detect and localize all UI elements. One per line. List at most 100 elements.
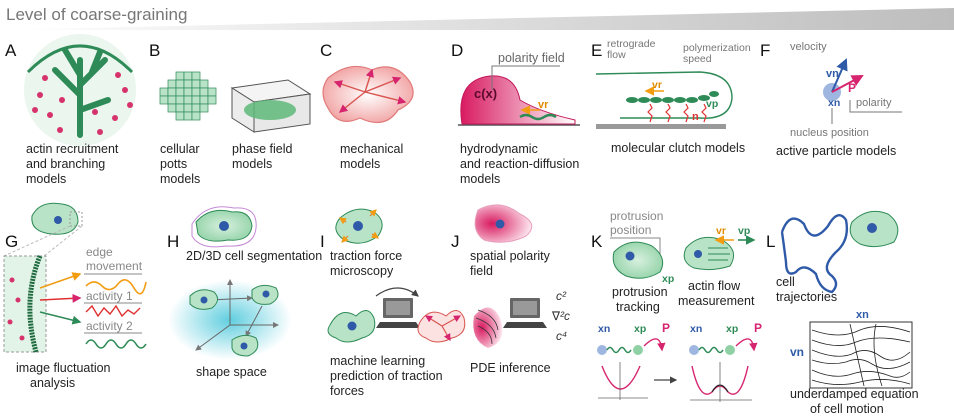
g-dots (7, 277, 25, 341)
ml-force-arrows (424, 315, 462, 342)
retrograde-flow-label: retrograde flow (607, 38, 658, 61)
header-gradient-bar (0, 8, 954, 30)
protrusion-position-label: protrusion position (610, 209, 667, 237)
panel-f: F velocity vn P xn polarity nucleus posi… (760, 41, 902, 158)
caption-i1: traction force microscopy (330, 249, 406, 278)
cx-label: c(x) (474, 86, 497, 101)
xn-label-k1: xn (598, 323, 610, 335)
activity1-label: activity 1 (86, 289, 133, 303)
xn-label-l: xn (856, 309, 869, 321)
nucleus-position-label: nucleus position (790, 127, 869, 139)
g-edge-membrane (27, 255, 43, 353)
polarity-arrow (831, 75, 864, 93)
polarity-label: polarity (856, 97, 892, 109)
actin-ruffle (519, 113, 557, 121)
ml-arrow (375, 287, 419, 297)
vn-label-l: vn (790, 345, 804, 359)
panel-letter-k: K (591, 232, 603, 251)
l-nucleus (867, 223, 877, 233)
p-label-k1: P (662, 321, 670, 335)
caption-h2: shape space (196, 365, 267, 379)
vr-label-e: vr (652, 79, 662, 91)
actin-flow-lines (708, 247, 730, 261)
activity2-label: activity 2 (86, 319, 133, 333)
eq-c4: c⁴ (556, 329, 567, 343)
caption-a: actin recruitment and branching models (26, 142, 122, 186)
panel-letter-g: G (5, 232, 18, 251)
potts-lattice (159, 71, 217, 121)
segmentation-outline (191, 206, 257, 248)
xp-label-k: xp (662, 273, 674, 285)
panel-c: C mechanical models (320, 41, 414, 171)
clutch-springs (647, 103, 707, 123)
panel-d: D polarity field c(x) vr hydrodynamic an… (451, 41, 580, 186)
shape-nucleus-2 (262, 290, 270, 298)
caption-f: active particle models (776, 144, 896, 158)
k-mini-polarity-2 (735, 338, 758, 352)
shape-nucleus-3 (240, 342, 248, 350)
computer-keyboard-j (503, 322, 547, 328)
edge-movement-label: edge movement (86, 245, 143, 273)
panel-a: A actin recruitment and branching models (5, 34, 136, 186)
panel-letter-a: A (5, 41, 17, 60)
polymerization-speed-label: polymerization speed (683, 42, 754, 65)
xp-label-k2: xp (726, 323, 738, 335)
cell-trajectory (780, 214, 849, 294)
g-zoom-line1 (3, 225, 71, 257)
p-label-f: P (848, 81, 856, 95)
polarity-field-leader (491, 65, 560, 90)
panel-b: B cellular potts models phase field mode… (149, 41, 312, 186)
panel-h: H 2D/3D cell segmentation shape space (167, 206, 322, 379)
k-mini-protrusion-1 (633, 345, 643, 355)
caption-k2: actin flow measurement (678, 279, 755, 308)
vr-label-d: vr (538, 99, 549, 111)
caption-i2: machine learning prediction of traction … (330, 354, 446, 398)
eq-laplace: ∇²c (551, 309, 570, 323)
tfm-nucleus (353, 221, 363, 231)
g-edge-arrow (39, 272, 82, 289)
g-zoom-box (69, 211, 83, 227)
phase-field-box (230, 79, 312, 133)
force-arrows (333, 68, 407, 113)
shape-nucleus-1 (200, 296, 208, 304)
caption-l1: cell trajectories (776, 275, 837, 304)
polarity-leader (849, 100, 902, 113)
caption-h1: 2D/3D cell segmentation (186, 249, 322, 263)
xn-label-f: xn (828, 97, 840, 109)
pde-cell (473, 307, 503, 348)
cell-edge-e (595, 71, 733, 119)
actin-monomers (32, 72, 133, 135)
k-mini-polarity-1 (643, 338, 666, 352)
caption-e: molecular clutch models (611, 141, 745, 155)
velocity-label: velocity (790, 41, 827, 53)
g-act2-arrow (39, 311, 82, 325)
panel-letter-f: F (760, 41, 770, 60)
p-label-k2: P (754, 321, 762, 335)
g-zoom-line2 (43, 225, 83, 257)
edge-trace (85, 279, 147, 295)
phase-portrait-flow (811, 323, 911, 387)
panel-i: I traction force microscopy machine lear… (320, 208, 466, 398)
activity2-trace (85, 339, 147, 349)
membrane-arc (26, 44, 134, 74)
caption-g: image fluctuation analysis (16, 361, 114, 390)
panel-letter-i: I (320, 232, 325, 251)
h-nucleus (219, 221, 229, 231)
caption-c: mechanical models (340, 142, 407, 171)
k-nucleus (625, 251, 635, 261)
ml-nucleus-in (347, 321, 357, 331)
panel-j: J spatial polarity field c² ∇²c c⁴ PDE i… (451, 204, 570, 375)
phase-portrait-frame (809, 321, 913, 389)
actin-branch-network (52, 47, 111, 138)
panel-letter-h: H (167, 232, 179, 251)
panel-letter-e: E (591, 41, 602, 60)
k-nucleus-2 (694, 250, 702, 258)
caption-k1: protrusion tracking (612, 285, 671, 314)
panel-l: L cell trajectories vn xn underdamped eq… (766, 210, 919, 416)
panel-letter-c: C (320, 41, 332, 60)
xp-label-k1: xp (634, 323, 646, 335)
j-nucleus (495, 219, 505, 229)
pde-streamlines (475, 309, 499, 345)
panel-letter-j: J (451, 232, 460, 251)
